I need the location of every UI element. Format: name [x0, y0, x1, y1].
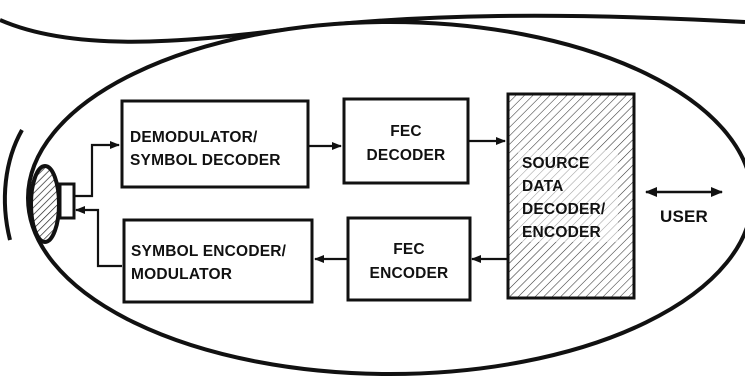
source-line-4: ENCODER: [522, 224, 601, 241]
user-label: USER: [660, 207, 708, 226]
demodulator-line-2: SYMBOL DECODER: [130, 152, 281, 169]
source-line-1: SOURCE: [522, 155, 590, 172]
modulator-to-antenna-line: [75, 206, 122, 268]
source-line-2: DATA: [522, 178, 564, 195]
demodulator-block: DEMODULATOR/ SYMBOL DECODER: [120, 99, 310, 189]
antenna-feed: [58, 182, 76, 220]
source-line-3: DECODER/: [522, 201, 606, 218]
symbol-encoder-line-2: MODULATOR: [131, 266, 232, 283]
symbol-encoder-block: SYMBOL ENCODER/ MODULATOR: [122, 218, 314, 304]
source-codec-block: SOURCE DATA DECODER/ ENCODER: [506, 92, 636, 300]
fec-decoder-line-1: FEC: [390, 123, 422, 140]
fec-encoder-block: FEC ENCODER: [346, 216, 472, 302]
system-enclosure-ellipse: [26, 20, 745, 376]
fec-decoder-line-2: DECODER: [367, 147, 446, 164]
cord-left-curve: [2, 129, 24, 241]
fec-encoder-line-1: FEC: [393, 241, 425, 258]
antenna-dish-icon: [29, 164, 61, 244]
fec-decoder-block: FEC DECODER: [342, 97, 470, 185]
symbol-encoder-line-1: SYMBOL ENCODER/: [131, 243, 287, 260]
fec-encoder-line-2: ENCODER: [370, 265, 449, 282]
antenna-to-demod-line: [74, 141, 120, 198]
demodulator-line-1: DEMODULATOR/: [130, 129, 258, 146]
